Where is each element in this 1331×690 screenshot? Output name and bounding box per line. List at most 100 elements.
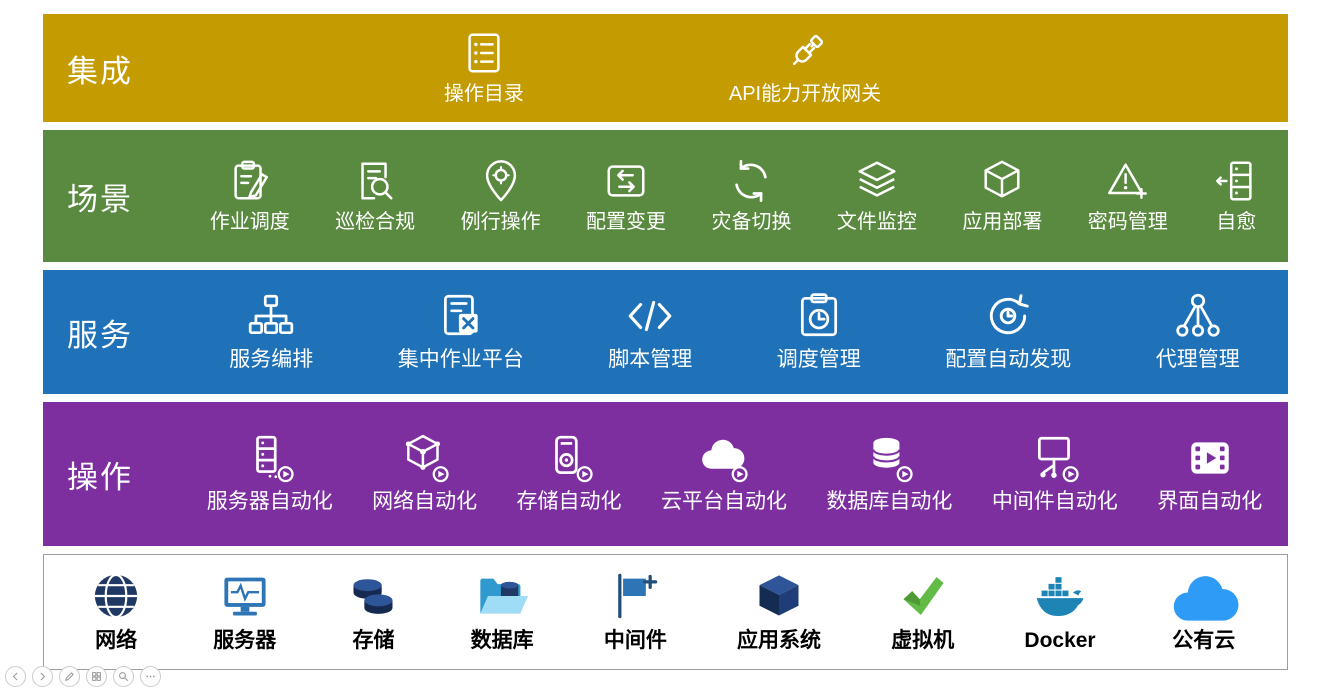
band-infrastructure-items: 网络 服务器 存储 数据库 中间件 (44, 570, 1287, 653)
item-label: 虚拟机 (891, 629, 955, 653)
band-services: 服务 服务编排 集中作业平台 脚本管理 调度管理 (43, 270, 1288, 394)
item-public-cloud: 公有云 (1166, 570, 1242, 653)
item-routine-operation: 例行操作 (461, 158, 541, 234)
band-infrastructure: 网络 服务器 存储 数据库 中间件 (43, 554, 1288, 670)
code-icon (625, 291, 675, 341)
monitor-icon (218, 570, 272, 622)
band-operations: 操作 服务器自动化 网络自动化 存储自动化 云平台自动化 (43, 402, 1288, 546)
item-label: 中间件自动化 (991, 490, 1118, 514)
item-middleware-automation: 中间件自动化 (992, 433, 1118, 514)
item-middleware: 中间件 (604, 570, 667, 653)
item-cloud-automation: 云平台自动化 (661, 433, 787, 514)
globe-icon (89, 570, 143, 622)
network-play-icon (400, 433, 450, 483)
item-label: 云平台自动化 (660, 490, 787, 514)
item-label: 灾备切换 (711, 211, 792, 233)
item-agent-management: 代理管理 (1156, 291, 1240, 372)
check-icon (896, 570, 950, 622)
more-icon[interactable] (140, 666, 161, 687)
discovery-refresh-icon (983, 291, 1033, 341)
document-search-icon (352, 158, 398, 204)
item-label: 中间件 (603, 629, 667, 653)
item-server: 服务器 (213, 570, 276, 653)
band-scenarios-items: 作业调度 巡检合规 例行操作 配置变更 灾备切换 (187, 158, 1288, 234)
grid-menu-icon[interactable] (86, 666, 107, 687)
item-label: 数据库自动化 (826, 490, 953, 514)
film-play-icon (1185, 433, 1235, 483)
item-label: Docker (1024, 629, 1096, 653)
item-label: 界面自动化 (1157, 490, 1263, 514)
item-label: 存储自动化 (516, 490, 622, 514)
item-database: 数据库 (471, 570, 534, 653)
cube-3d-icon (752, 570, 806, 622)
item-label: 自愈 (1216, 211, 1257, 233)
item-central-job-platform: 集中作业平台 (398, 291, 524, 372)
item-config-change: 配置变更 (586, 158, 666, 234)
next-slide-icon[interactable] (32, 666, 53, 687)
item-storage: 存储 (346, 570, 400, 653)
public-cloud-icon (1166, 570, 1242, 622)
item-server-automation: 服务器自动化 (207, 433, 333, 514)
item-config-auto-discovery: 配置自动发现 (945, 291, 1071, 372)
item-label: 集中作业平台 (397, 348, 524, 372)
item-file-monitoring: 文件监控 (837, 158, 917, 234)
band-operations-label: 操作 (67, 459, 133, 495)
band-scenarios: 场景 作业调度 巡检合规 例行操作 配置变更 (43, 130, 1288, 262)
item-network: 网络 (89, 570, 143, 653)
clipboard-clock-icon (794, 291, 844, 341)
item-label: 公有云 (1172, 629, 1236, 653)
server-arrow-icon (1213, 158, 1259, 204)
band-integration-items: 操作目录 API能力开放网关 (187, 30, 1288, 106)
pen-icon[interactable] (59, 666, 80, 687)
item-label: 应用部署 (962, 211, 1043, 233)
band-integration-label: 集成 (67, 53, 133, 89)
previous-slide-icon[interactable] (5, 666, 26, 687)
flag-plus-icon (608, 570, 662, 622)
band-scenarios-label: 场景 (67, 181, 133, 217)
item-job-scheduling: 作业调度 (210, 158, 290, 234)
item-label: 配置变更 (586, 211, 667, 233)
item-label: 密码管理 (1087, 211, 1168, 233)
pin-gear-icon (478, 158, 524, 204)
item-docker: Docker (1024, 570, 1096, 653)
item-label: 作业调度 (209, 211, 290, 233)
item-virtual-machine: 虚拟机 (891, 570, 954, 653)
item-service-orchestration: 服务编排 (229, 291, 313, 372)
middleware-play-icon (1030, 433, 1080, 483)
band-services-items: 服务编排 集中作业平台 脚本管理 调度管理 配置自动发现 (187, 291, 1288, 372)
api-plug-icon (782, 30, 828, 76)
band-services-label: 服务 (67, 317, 133, 353)
item-operation-catalog: 操作目录 (444, 30, 524, 106)
refresh-arrows-icon (728, 158, 774, 204)
item-label: 应用系统 (737, 629, 822, 653)
item-api-gateway: API能力开放网关 (729, 30, 881, 106)
item-label: API能力开放网关 (728, 83, 882, 105)
item-label: 巡检合规 (335, 211, 416, 233)
item-label: 网络自动化 (372, 490, 478, 514)
item-label: 调度管理 (776, 348, 861, 372)
item-label: 文件监控 (836, 211, 917, 233)
catalog-list-icon (461, 30, 507, 76)
cloud-play-icon (699, 433, 749, 483)
item-self-healing: 自愈 (1213, 158, 1259, 234)
item-password-management: 密码管理 (1088, 158, 1168, 234)
zoom-icon[interactable] (113, 666, 134, 687)
item-label: 例行操作 (460, 211, 541, 233)
item-ui-automation: 界面自动化 (1157, 433, 1262, 514)
item-inspection-compliance: 巡检合规 (335, 158, 415, 234)
sitemap-icon (246, 291, 296, 341)
item-label: 配置自动发现 (945, 348, 1072, 372)
cube-outline-icon (979, 158, 1025, 204)
item-label: 操作目录 (443, 83, 524, 105)
band-operations-items: 服务器自动化 网络自动化 存储自动化 云平台自动化 数据库自动化 (187, 433, 1288, 514)
warning-plus-icon (1105, 158, 1151, 204)
slideshow-controls (5, 666, 161, 687)
item-database-automation: 数据库自动化 (826, 433, 952, 514)
storage-play-icon (544, 433, 594, 483)
item-label: 脚本管理 (608, 348, 693, 372)
item-label: 服务编排 (229, 348, 314, 372)
layers-icon (854, 158, 900, 204)
docker-whale-icon (1033, 570, 1087, 622)
database-folder-icon (475, 570, 529, 622)
